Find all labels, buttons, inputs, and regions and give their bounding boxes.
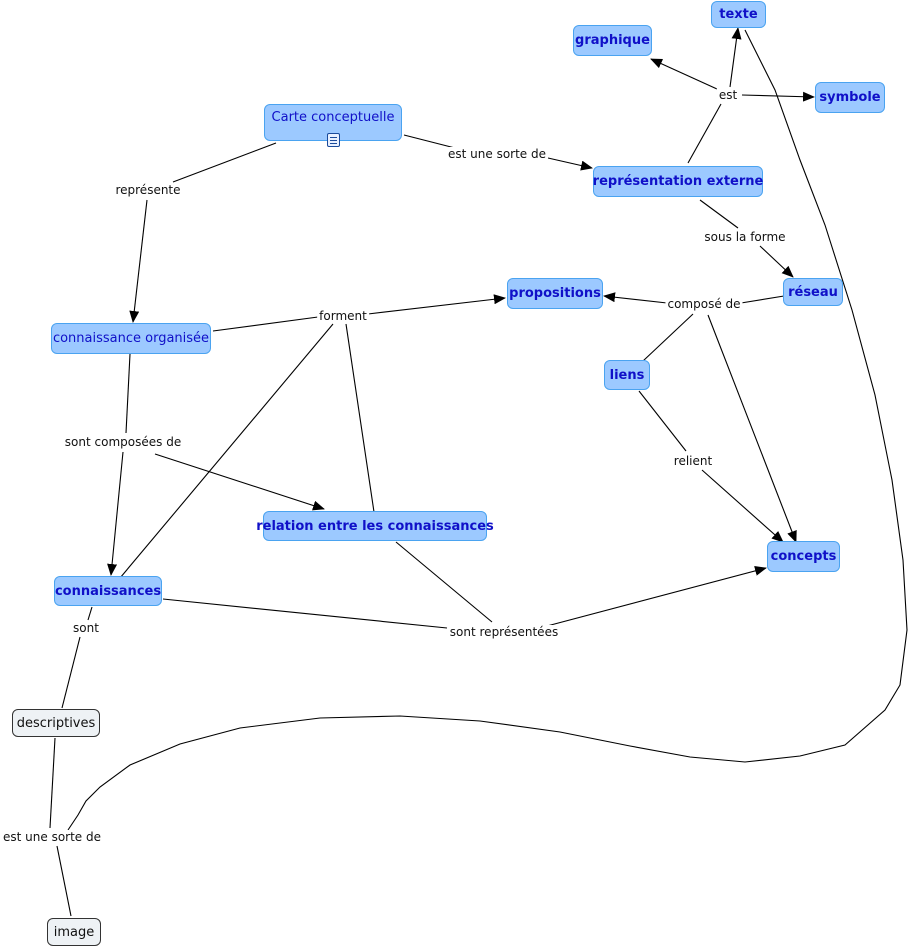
node-propositions[interactable]: propositions [507, 278, 603, 309]
link-composees-relation [154, 453, 325, 511]
document-icon[interactable] [327, 133, 340, 147]
link-label-compose-de: composé de [665, 297, 743, 311]
node-texte[interactable]: texte [711, 1, 766, 28]
node-carte-conceptuelle[interactable]: Carte conceptuelle [264, 104, 402, 141]
node-label: concepts [770, 549, 837, 564]
link-texte-curve [67, 29, 908, 831]
link-label-sont-composees-de: sont composées de [62, 435, 184, 449]
link-represente-organisee [129, 199, 148, 323]
node-connaissances[interactable]: connaissances [54, 576, 162, 606]
node-label: représentation externe [592, 174, 764, 189]
link-liens-relient [638, 390, 687, 452]
node-label: symbole [819, 90, 881, 105]
link-representation-sous [699, 199, 739, 229]
link-organisee-forment [212, 316, 319, 332]
node-label: propositions [509, 286, 601, 301]
link-label-sont: sont [71, 621, 101, 635]
node-symbole[interactable]: symbole [815, 82, 885, 113]
link-label-forment: forment [317, 309, 369, 323]
link-forment-relation [345, 323, 375, 513]
node-reseau[interactable]: réseau [783, 278, 843, 306]
link-sorte-image [56, 845, 72, 917]
link-label-representation [547, 157, 593, 171]
link-sont-descriptives [61, 636, 81, 709]
node-connaissance-organisee[interactable]: connaissance organisée [51, 323, 211, 354]
link-connaissances-representees [162, 598, 448, 629]
node-label: réseau [788, 284, 838, 300]
link-representees-concepts [546, 565, 767, 627]
link-est-symbole [741, 91, 815, 102]
link-forment-connaissances [119, 323, 334, 579]
link-descriptives-sorte [49, 737, 56, 829]
link-carte-label [403, 134, 456, 149]
link-organisee-composees [125, 353, 131, 434]
link-sous-reseau [759, 245, 794, 278]
link-label-est-une-sorte-de: est une sorte de [446, 147, 548, 161]
link-label-est-une-sorte-de-2: est une sorte de [1, 830, 103, 844]
link-composees-connaissances [107, 451, 124, 576]
link-carte-represente [172, 142, 277, 183]
link-compose-concepts [707, 314, 797, 543]
node-label: relation entre les connaissances [256, 518, 494, 534]
link-label-relient: relient [671, 454, 715, 468]
node-liens[interactable]: liens [604, 360, 650, 390]
node-concepts[interactable]: concepts [767, 541, 840, 572]
link-label-est: est [716, 88, 740, 102]
link-connaissances-sont [87, 606, 93, 621]
link-forment-propositions [367, 294, 506, 315]
node-graphique[interactable]: graphique [573, 25, 652, 56]
link-est-graphique [650, 58, 718, 90]
node-label: graphique [575, 33, 650, 48]
node-image[interactable]: image [47, 918, 101, 946]
node-descriptives[interactable]: descriptives [12, 709, 100, 737]
link-relient-concepts [701, 469, 784, 543]
link-compose-propositions [603, 292, 668, 304]
link-label-represente: représente [113, 183, 183, 197]
node-label: Carte conceptuelle [271, 110, 395, 125]
link-relation-representees [395, 541, 493, 623]
link-label-sous-la-forme: sous la forme [702, 230, 788, 244]
node-label: image [53, 924, 95, 940]
link-reseau-compose [740, 295, 785, 304]
node-representation-externe[interactable]: représentation externe [593, 166, 763, 197]
node-label: liens [609, 367, 645, 383]
link-est-texte [729, 27, 742, 88]
node-label: connaissances [54, 583, 162, 599]
node-label: texte [719, 7, 758, 22]
link-compose-liens [642, 313, 694, 362]
node-relation-entre-les-connaissances[interactable]: relation entre les connaissances [256, 511, 494, 541]
node-label: descriptives [16, 715, 96, 731]
link-representation-est [687, 103, 722, 164]
link-label-sont-representees: sont représentées [447, 625, 561, 639]
node-label: connaissance organisée [52, 331, 210, 346]
